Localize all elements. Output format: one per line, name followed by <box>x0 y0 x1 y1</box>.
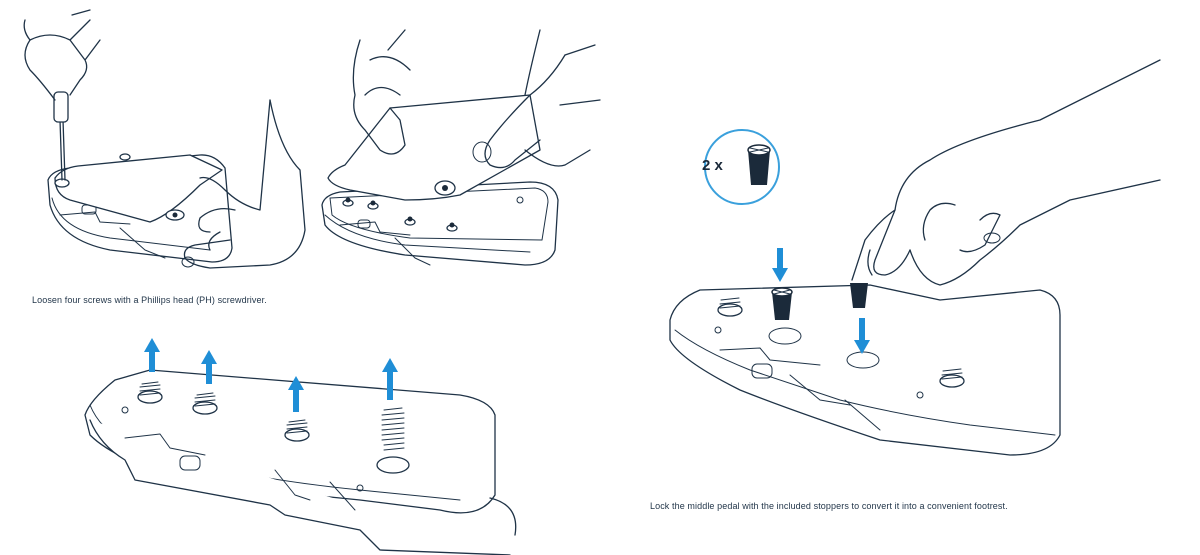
illustration-remove-plate-panel <box>310 0 601 290</box>
stopper-icon <box>771 287 793 320</box>
step2-caption: Lock the middle pedal with the included … <box>650 501 1008 511</box>
spring-icon <box>714 297 965 399</box>
down-arrow-icon <box>854 318 870 354</box>
springs-illustration <box>84 338 517 555</box>
step1-caption: Loosen four screws with a Phillips head … <box>32 295 267 305</box>
spring-icon <box>342 196 524 232</box>
screwdriver-icon <box>53 91 69 181</box>
quantity-label: 2 x <box>702 157 723 174</box>
down-arrow-icon <box>772 248 788 282</box>
spring-icon <box>121 381 410 492</box>
screw-icon <box>119 153 131 161</box>
remove-plate-illustration <box>321 29 601 266</box>
stopper-icon <box>850 283 868 308</box>
hand-icon <box>851 59 1161 286</box>
stopper-icon <box>747 144 771 185</box>
up-arrow-icon <box>288 376 304 412</box>
illustration-stoppers-panel: 2 x <box>640 40 1200 490</box>
up-arrow-icon <box>144 338 160 372</box>
up-arrow-icon <box>382 358 398 400</box>
illustration-unscrew-panel <box>0 0 320 290</box>
up-arrow-icon <box>201 350 217 384</box>
stoppers-illustration <box>669 59 1161 456</box>
unscrew-illustration <box>23 9 306 269</box>
illustration-springs-panel <box>60 320 560 555</box>
